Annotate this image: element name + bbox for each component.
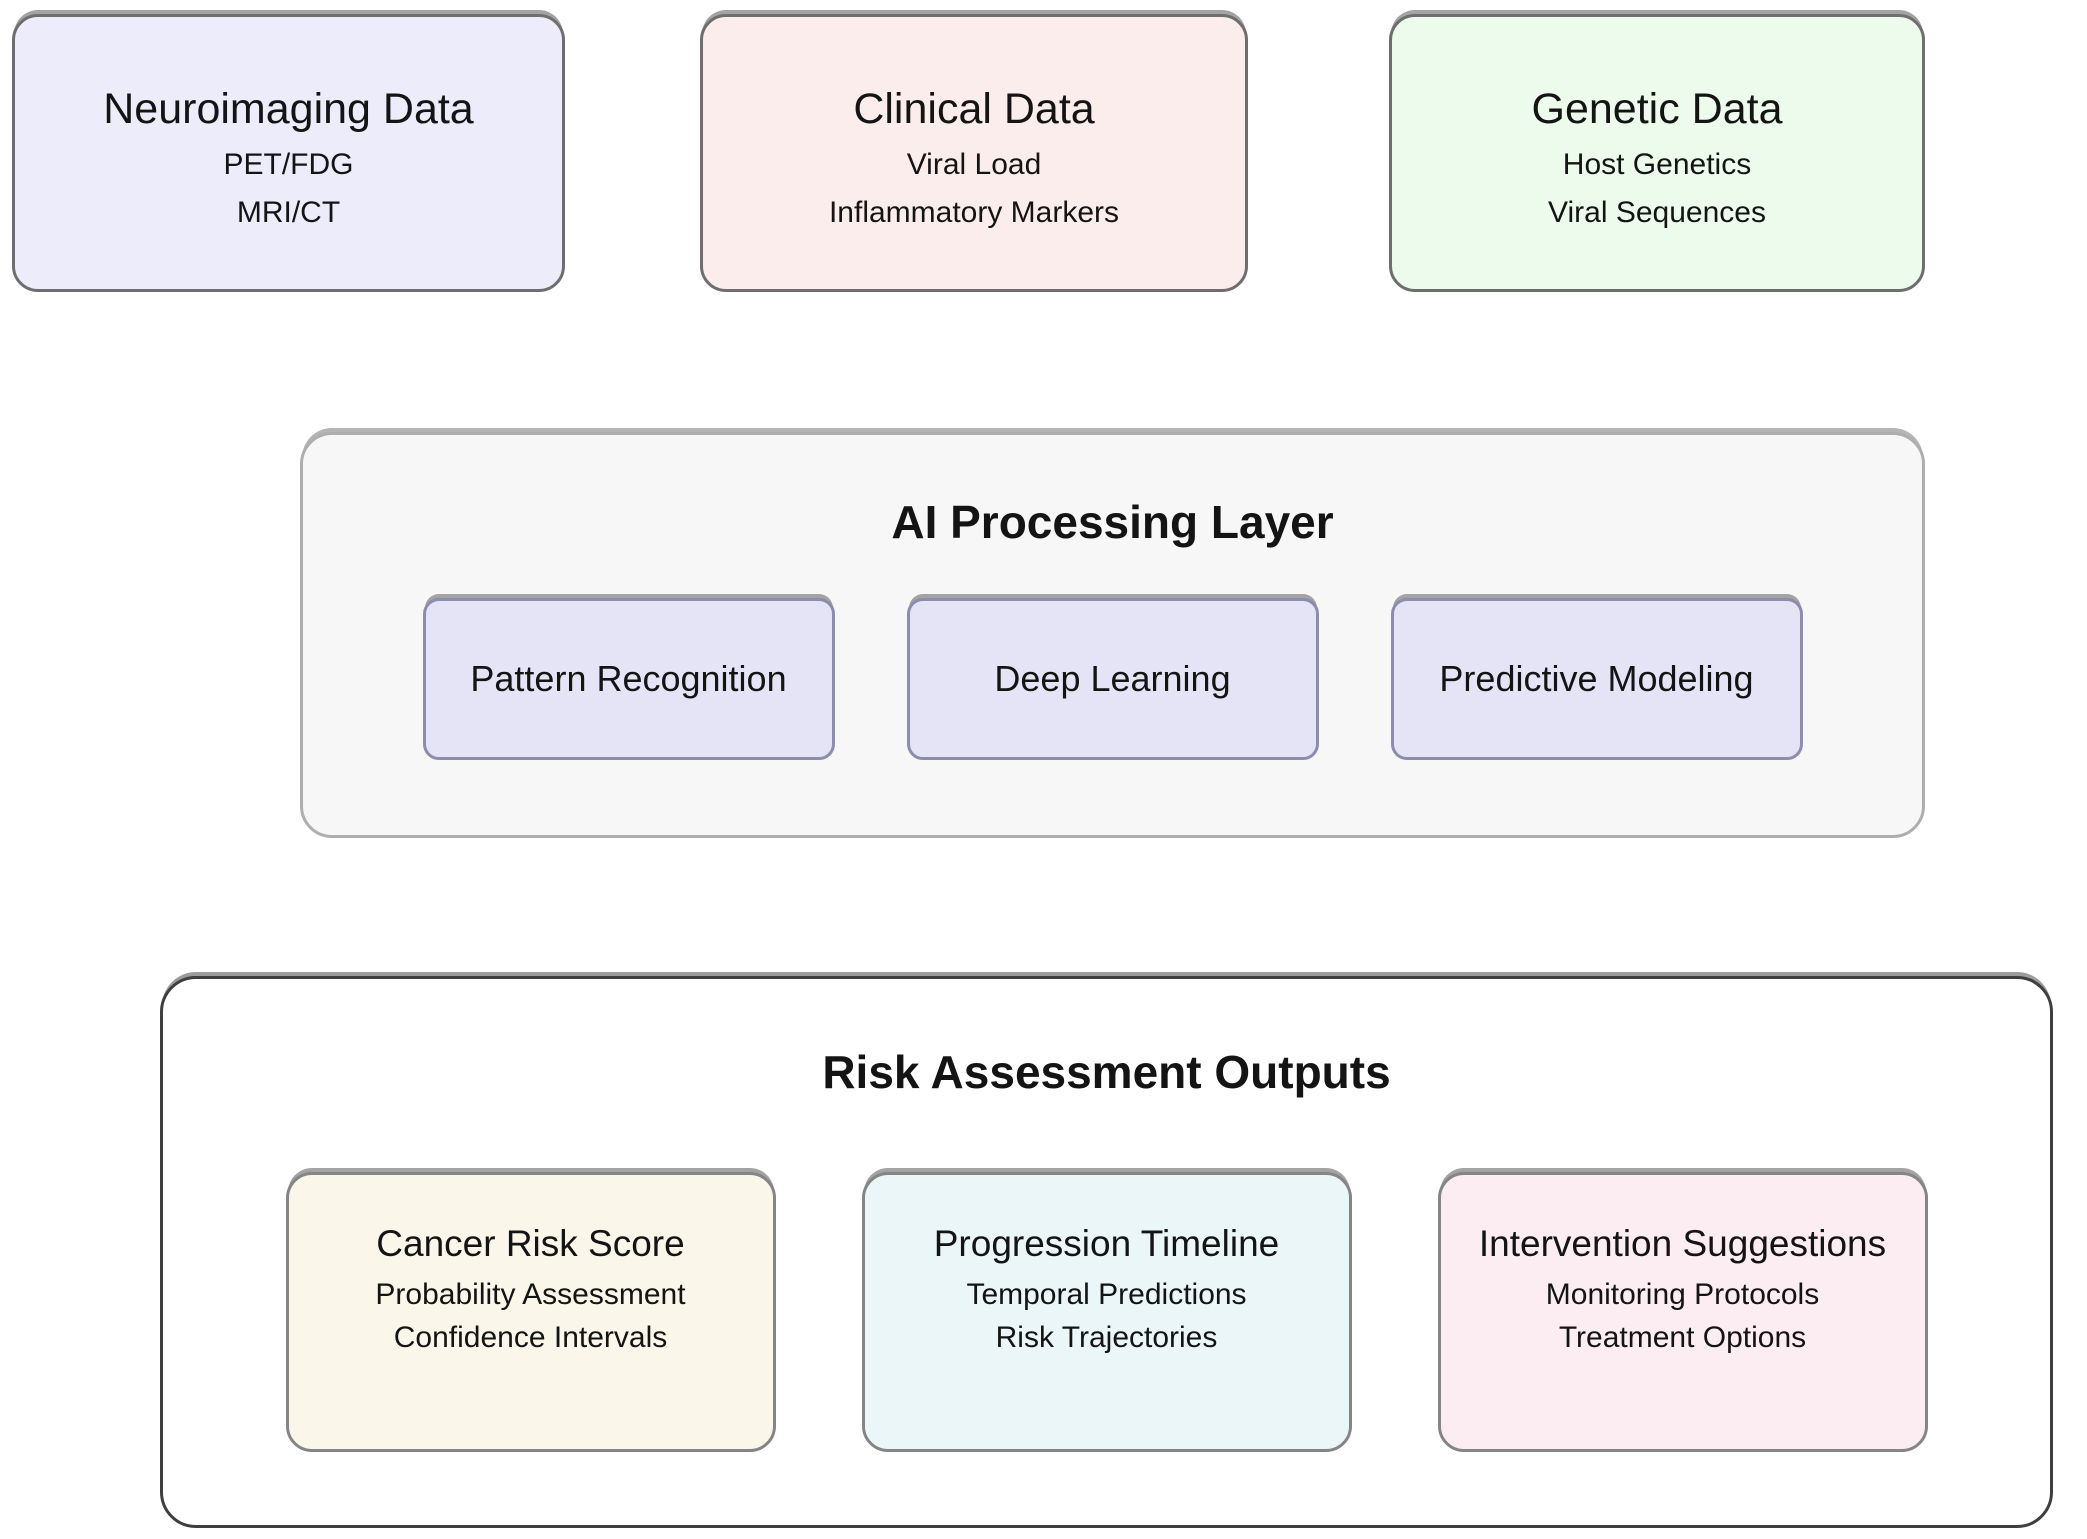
output-card-cancer-risk-score: Cancer Risk Score Probability Assessment… [285,1172,776,1452]
ai-processing-layer-title: AI Processing Layer [891,496,1334,548]
card-line: Risk Trajectories [995,1321,1218,1354]
input-card-neuroimaging: Neuroimaging Data PET/FDG MRI/CT [12,14,565,292]
input-card-genetic: Genetic Data Host Genetics Viral Sequenc… [1389,14,1925,292]
ai-module-row: Pattern Recognition Deep Learning Predic… [303,598,1922,760]
card-line: Viral Sequences [1548,196,1766,229]
module-deep-learning: Deep Learning [906,598,1319,760]
card-title: Intervention Suggestions [1478,1223,1887,1264]
output-card-row: Cancer Risk Score Probability Assessment… [163,1172,2050,1452]
risk-assessment-outputs-container: Risk Assessment Outputs Cancer Risk Scor… [160,976,2053,1528]
input-card-clinical: Clinical Data Viral Load Inflammatory Ma… [700,14,1248,292]
card-title: Genetic Data [1531,85,1783,133]
card-line: Viral Load [906,148,1042,181]
card-line: MRI/CT [236,196,341,229]
output-card-progression-timeline: Progression Timeline Temporal Prediction… [861,1172,1352,1452]
card-line: PET/FDG [223,148,354,181]
card-title: Progression Timeline [933,1223,1280,1264]
card-line: Probability Assessment [375,1278,686,1311]
ai-processing-layer-container: AI Processing Layer Pattern Recognition … [300,432,1925,838]
card-line: Monitoring Protocols [1545,1278,1820,1311]
card-line: Host Genetics [1562,148,1752,181]
card-line: Confidence Intervals [393,1321,668,1354]
output-card-intervention-suggestions: Intervention Suggestions Monitoring Prot… [1437,1172,1928,1452]
card-title: Neuroimaging Data [103,85,474,133]
risk-assessment-outputs-title: Risk Assessment Outputs [822,1046,1391,1098]
module-pattern-recognition: Pattern Recognition [422,598,835,760]
card-title: Clinical Data [853,85,1095,133]
module-predictive-modeling: Predictive Modeling [1390,598,1803,760]
card-title: Cancer Risk Score [376,1223,685,1264]
card-line: Temporal Predictions [966,1278,1247,1311]
card-line: Inflammatory Markers [828,196,1120,229]
card-line: Treatment Options [1558,1321,1807,1354]
